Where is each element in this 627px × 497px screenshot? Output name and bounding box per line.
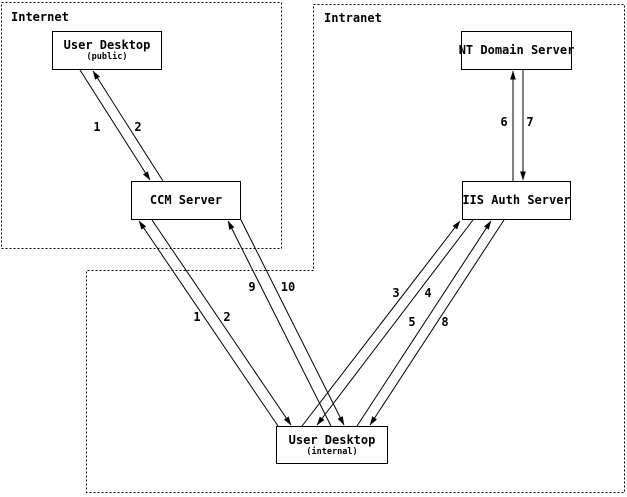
edge-label-2-public: 2 bbox=[134, 120, 142, 134]
edge-label-7: 7 bbox=[526, 115, 534, 129]
node-user-desktop-public-title: User Desktop bbox=[63, 38, 151, 52]
edge-label-8: 8 bbox=[441, 315, 449, 329]
edge-label-4: 4 bbox=[424, 286, 432, 300]
region-outline-intranet bbox=[86, 4, 625, 493]
edge-internal-desktop-to-ccm-b bbox=[227, 220, 332, 427]
edge-label-1-internal: 1 bbox=[193, 310, 201, 324]
edge-label-1-public: 1 bbox=[93, 120, 101, 134]
region-label-internet: Internet bbox=[11, 10, 69, 24]
node-user-desktop-internal-title: User Desktop bbox=[288, 432, 376, 447]
node-user-desktop-public: User Desktop (public) bbox=[52, 31, 162, 70]
edge-internal-desktop-to-iis-b bbox=[356, 220, 492, 427]
node-user-desktop-internal-subtitle: (internal) bbox=[306, 446, 358, 457]
node-ccm-server: CCM Server bbox=[131, 181, 241, 220]
edge-internal-desktop-to-iis-a bbox=[301, 220, 461, 427]
edge-label-2-internal: 2 bbox=[223, 310, 231, 324]
edge-iis-to-internal-desktop-a bbox=[316, 219, 474, 426]
edge-internal-desktop-to-ccm bbox=[138, 220, 279, 427]
node-iis-auth-server: IIS Auth Server bbox=[462, 181, 571, 220]
edge-ccm-to-internal-desktop-b bbox=[240, 219, 345, 426]
node-ccm-server-title: CCM Server bbox=[149, 193, 223, 207]
edge-label-10: 10 bbox=[280, 280, 296, 294]
node-nt-domain-server: NT Domain Server bbox=[458, 31, 575, 70]
node-user-desktop-public-subtitle: (public) bbox=[86, 52, 128, 62]
edge-public-desktop-to-ccm bbox=[79, 69, 151, 181]
region-label-intranet: Intranet bbox=[324, 11, 382, 25]
node-nt-domain-server-title: NT Domain Server bbox=[458, 43, 575, 57]
edge-label-6: 6 bbox=[500, 115, 508, 129]
edge-iis-to-internal-desktop-b bbox=[369, 219, 505, 426]
edge-ccm-to-internal-desktop bbox=[151, 219, 292, 426]
edge-label-3: 3 bbox=[392, 286, 400, 300]
node-user-desktop-internal: User Desktop (internal) bbox=[276, 426, 388, 464]
edge-label-5: 5 bbox=[408, 315, 416, 329]
edge-ccm-to-public-desktop bbox=[92, 70, 164, 182]
node-iis-auth-server-title: IIS Auth Server bbox=[462, 193, 571, 207]
edge-label-9: 9 bbox=[248, 280, 256, 294]
region-outline-internet bbox=[1, 2, 282, 249]
